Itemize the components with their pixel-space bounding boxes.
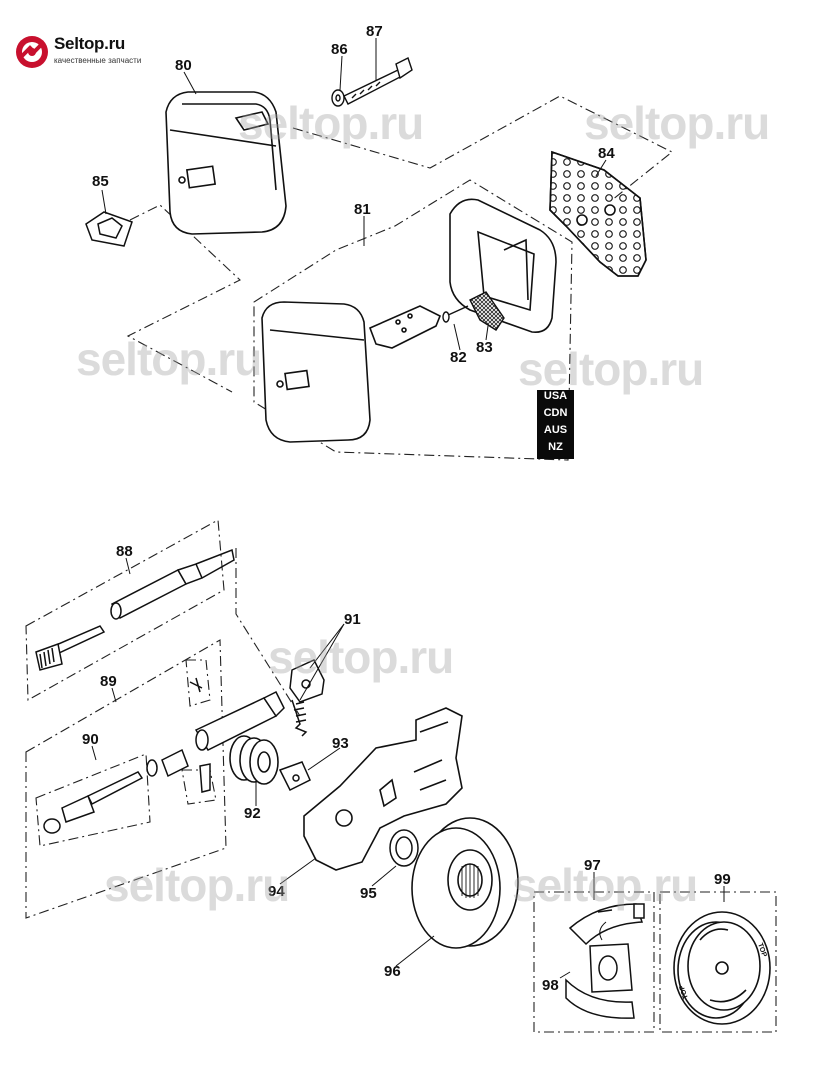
label-82: 82	[450, 349, 467, 366]
label-94: 94	[268, 883, 285, 900]
label-87: 87	[366, 23, 383, 40]
seltop-logo-icon	[16, 36, 48, 68]
label-81: 81	[354, 201, 371, 218]
pulley-part-92[interactable]	[229, 735, 279, 785]
watermark: seltop.ru	[104, 859, 290, 911]
label-95: 95	[360, 885, 377, 902]
brand-name: Seltop.ru	[54, 34, 125, 53]
label-91: 91	[344, 611, 361, 628]
clamp-part-93[interactable]	[278, 761, 311, 792]
watermark: seltop.ru	[584, 97, 770, 149]
washer-part-95[interactable]	[389, 829, 419, 867]
assembly-lines-lower	[25, 519, 777, 1033]
watermark: seltop.ru	[76, 333, 262, 385]
label-88: 88	[116, 543, 133, 560]
plate-part-94[interactable]	[303, 707, 463, 871]
muffler-part-80[interactable]	[165, 91, 287, 235]
label-84: 84	[598, 145, 615, 162]
screen-part-84[interactable]	[549, 150, 647, 277]
bolt-part-87[interactable]	[343, 57, 413, 105]
label-99: 99	[714, 871, 731, 888]
region-cdn: CDN	[543, 407, 568, 419]
clutch-part-99[interactable]	[673, 911, 771, 1025]
leader-lines	[91, 38, 725, 979]
mesh-part-83[interactable]	[469, 291, 505, 331]
label-80: 80	[175, 57, 192, 74]
clutch-drum-part-96[interactable]	[411, 817, 519, 949]
label-86: 86	[331, 41, 348, 58]
watermark: seltop.ru	[268, 631, 454, 683]
label-89: 89	[100, 673, 117, 690]
clutch-spring-part-98[interactable]	[565, 943, 635, 1019]
label-97: 97	[584, 857, 601, 874]
clutch-shoe-part-97[interactable]	[568, 903, 645, 946]
top-mark-2: TOP	[678, 984, 690, 1000]
top-mark-1: TOP	[756, 942, 768, 958]
part-number-labels: 80 86 87 85 84 81 82 83 88 91 89 90 93 9…	[82, 23, 731, 994]
label-85: 85	[92, 173, 109, 190]
watermark: seltop.ru	[518, 343, 704, 395]
muffler-assembly-part-81[interactable]	[261, 198, 557, 443]
region-badge: USA CDN AUS NZ	[537, 390, 574, 459]
watermark: seltop.ru	[512, 859, 698, 911]
region-usa: USA	[543, 390, 568, 402]
label-93: 93	[332, 735, 349, 752]
region-aus: AUS	[543, 424, 568, 436]
region-nz: NZ	[548, 441, 563, 453]
needle-part-90[interactable]	[43, 771, 144, 834]
gasket-part-85[interactable]	[85, 211, 133, 247]
label-83: 83	[476, 339, 493, 356]
shaft-assembly-part-89[interactable]	[146, 677, 285, 793]
washer-part-86[interactable]	[331, 89, 345, 107]
label-96: 96	[384, 963, 401, 980]
brand-tagline: качественные запчасти	[54, 56, 142, 65]
label-92: 92	[244, 805, 261, 822]
label-98: 98	[542, 977, 559, 994]
screw-part-82[interactable]	[442, 305, 469, 323]
shaft-part-88[interactable]	[35, 548, 235, 671]
watermark: seltop.ru	[238, 97, 424, 149]
brand[interactable]: Seltop.ru качественные запчасти	[14, 34, 154, 70]
label-90: 90	[82, 731, 99, 748]
